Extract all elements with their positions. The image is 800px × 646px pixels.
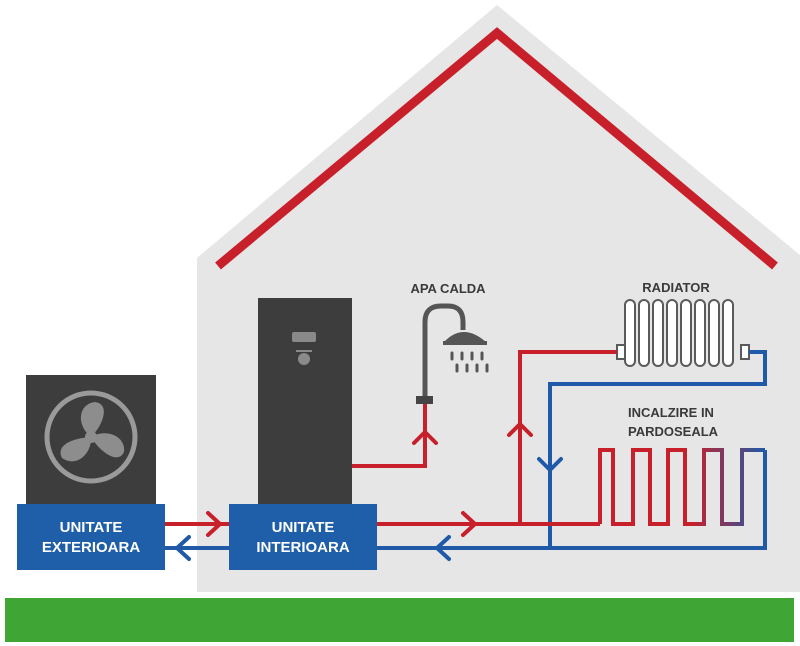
house-roof xyxy=(215,27,778,270)
outdoor-unit-label-line1: UNITATE xyxy=(60,519,123,536)
chevron-arrow-icon xyxy=(537,457,563,472)
floor-heating-label-line1: INCALZIRE IN xyxy=(628,405,714,420)
floor-heating-coil-icon xyxy=(598,448,765,526)
hot-water-pipe xyxy=(352,404,427,468)
chevron-arrow-icon xyxy=(461,511,477,537)
shower-icon xyxy=(416,303,489,404)
chevron-arrow-icon xyxy=(206,511,222,537)
hot-water-label: APA CALDA xyxy=(410,281,486,296)
fan-icon xyxy=(44,390,138,484)
indoor-unit-label-line2: INTERIOARA xyxy=(256,539,350,556)
chevron-arrow-icon xyxy=(435,535,451,561)
chevron-arrow-icon xyxy=(175,535,191,561)
outdoor-unit-label-box xyxy=(17,504,165,570)
indoor-unit-label-box xyxy=(229,504,377,570)
radiator-icon xyxy=(616,299,750,367)
outdoor-unit-label-line2: EXTERIOARA xyxy=(42,539,141,556)
ground-strip xyxy=(5,598,794,642)
indoor-unit-cabinet xyxy=(258,298,352,508)
radiator-label: RADIATOR xyxy=(642,280,710,295)
radiator-return-pipe xyxy=(548,350,767,548)
radiator-supply-pipe xyxy=(518,350,617,524)
indoor-unit-indicator xyxy=(296,350,312,352)
chevron-arrow-icon xyxy=(412,430,438,445)
chevron-arrow-icon xyxy=(507,422,533,437)
indoor-unit-label-line1: UNITATE xyxy=(272,519,335,536)
indoor-unit-display xyxy=(292,332,316,342)
floor-heating-label-line2: PARDOSEALA xyxy=(628,424,719,439)
indoor-unit-dial xyxy=(298,353,310,365)
